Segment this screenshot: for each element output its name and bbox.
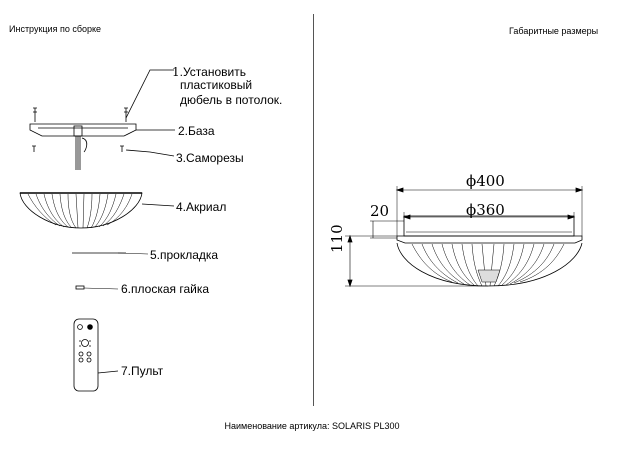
- step-5-label: 5.прокладка: [150, 248, 219, 262]
- step-1-line1: .Установить: [179, 65, 246, 79]
- step-1-line3: дюбель в потолок.: [180, 93, 283, 107]
- leader-gasket: [117, 252, 149, 255]
- base-stem: [75, 136, 81, 170]
- leader-remote: [97, 370, 119, 374]
- outer-diameter-label: ϕ400: [466, 172, 505, 190]
- right-screw-icon: [120, 145, 124, 152]
- left-screw-icon: [32, 145, 36, 152]
- total-height-label: 110: [328, 224, 346, 253]
- base-plate: [29, 123, 137, 137]
- remote-dial: [81, 339, 89, 347]
- inner-diameter-label: ϕ360: [466, 201, 505, 219]
- right-dowel-icon: [124, 107, 128, 122]
- flat-nut-icon: [75, 285, 85, 290]
- step-6-label: 6.плоская гайка: [121, 282, 210, 296]
- remote-power-button: [77, 324, 83, 330]
- leader-nut: [83, 287, 119, 290]
- step-1-number: 1: [172, 65, 180, 79]
- leader-dowel: [125, 69, 174, 119]
- remote-body: [73, 318, 99, 392]
- base-connector: [73, 125, 83, 137]
- lamp-rim: [396, 235, 583, 244]
- page-divider: [313, 14, 314, 406]
- dimensions-heading: Габаритные размеры: [509, 26, 599, 36]
- step-4-label: 4.Акриал: [176, 200, 227, 214]
- leader-acrylic: [141, 203, 175, 207]
- acrylic-shade: [19, 192, 143, 229]
- step-1-label: 1.Установить: [172, 63, 246, 81]
- step-1-line2: пластиковый: [180, 78, 253, 92]
- step-3-label: 3.Саморезы: [176, 151, 244, 165]
- assembly-instructions-heading: Инструкция по сборке: [9, 24, 102, 34]
- leader-screws: [125, 149, 175, 157]
- left-dowel-icon: [33, 107, 37, 122]
- rim-height-label: 20: [370, 202, 390, 220]
- step-2-label: 2.База: [178, 124, 215, 138]
- lamp-base-block: [403, 215, 575, 237]
- step-7-label: 7.Пульт: [121, 364, 164, 378]
- article-name: Наименование артикула: SOLARIS PL300: [224, 421, 400, 431]
